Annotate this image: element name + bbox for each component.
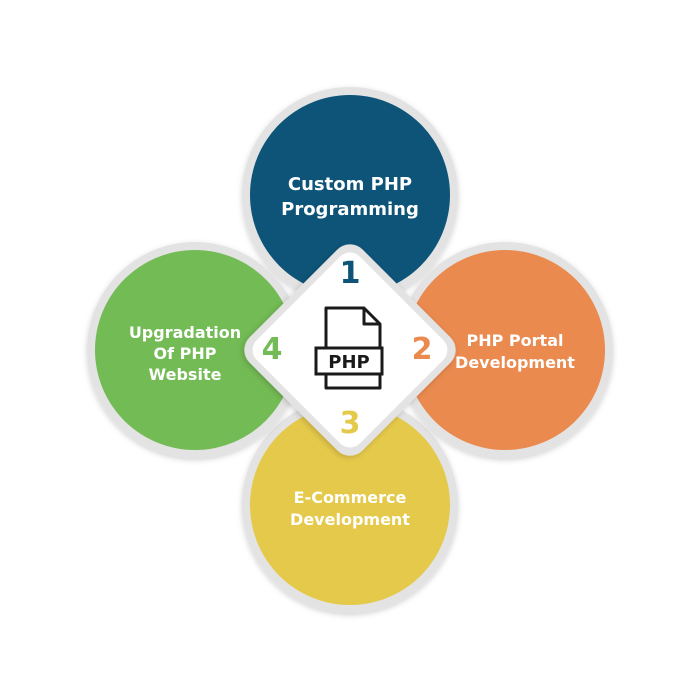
php-file-icon: PHP	[314, 306, 384, 390]
php-icon-text: PHP	[328, 352, 369, 373]
node-label-upgradation-of-php-website: Upgradation Of PHP Website	[128, 323, 242, 384]
node-number-4: 4	[261, 332, 283, 367]
node-label-custom-php-programming: Custom PHP Programming	[281, 174, 419, 220]
circle-right	[405, 250, 605, 450]
circle-left	[95, 250, 295, 450]
node-label-php-portal-development: PHP Portal Development	[455, 331, 575, 372]
circle-bottom	[250, 405, 450, 605]
circle-top	[250, 95, 450, 295]
node-number-2: 2	[411, 332, 433, 367]
node-label-ecommerce-development: E-Commerce Development	[290, 488, 410, 529]
node-number-1: 1	[339, 256, 361, 291]
node-number-3: 3	[339, 406, 361, 441]
